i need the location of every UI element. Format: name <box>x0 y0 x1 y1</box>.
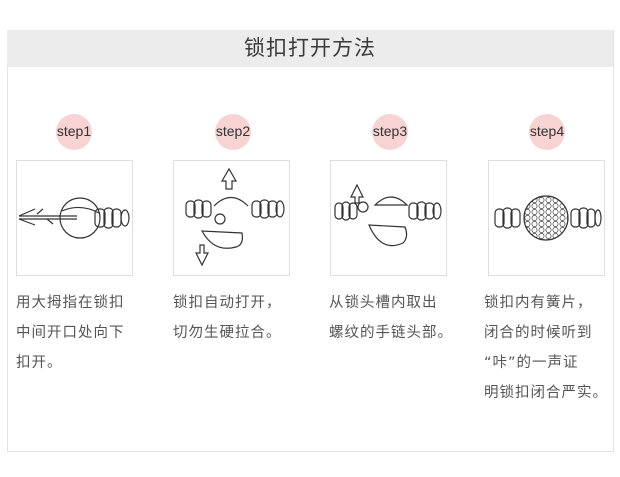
step-label: step4 <box>529 123 565 139</box>
step-3-badge: step3 <box>320 114 460 154</box>
step-3-description: 从锁头槽内取出 螺纹的手链头部。 <box>329 288 453 348</box>
step-1-badge: step1 <box>4 114 144 154</box>
step-badge-circle <box>56 114 92 150</box>
desc-line: 明锁扣闭合严实。 <box>484 385 608 401</box>
desc-line: 扣开。 <box>16 355 63 371</box>
step-1-description: 用大拇指在锁扣 中间开口处向下 扣开。 <box>16 288 125 378</box>
clasp-open-knife-icon <box>18 197 130 239</box>
desc-line: 从锁头槽内取出 <box>329 295 438 311</box>
page-title: 锁扣打开方法 <box>7 30 613 67</box>
step-label: step3 <box>372 123 408 139</box>
step-2-badge: step2 <box>163 114 303 154</box>
step-4-badge: step4 <box>477 114 617 154</box>
step-badge-circle <box>529 114 565 150</box>
step-4-illustration <box>488 160 605 276</box>
desc-line: 中间开口处向下 <box>16 325 125 341</box>
desc-line: 螺纹的手链头部。 <box>329 325 453 341</box>
clasp-closed-mesh-icon <box>494 195 602 241</box>
step-badge-circle <box>372 114 408 150</box>
clasp-remove-head-icon <box>334 183 442 247</box>
step-2-description: 锁扣自动打开， 切勿生硬拉合。 <box>173 288 282 348</box>
step-3-illustration <box>330 160 447 276</box>
step-badge-circle <box>215 114 251 150</box>
desc-line: “咔”的一声证 <box>484 355 579 371</box>
step-1-illustration <box>16 160 133 276</box>
desc-line: 闭合的时候听到 <box>484 325 593 341</box>
desc-line: 用大拇指在锁扣 <box>16 295 125 311</box>
step-label: step2 <box>215 123 251 139</box>
step-4-description: 锁扣内有簧片， 闭合的时候听到 “咔”的一声证 明锁扣闭合严实。 <box>484 288 608 408</box>
step-2-illustration <box>173 160 290 276</box>
step-label: step1 <box>56 123 92 139</box>
desc-line: 锁扣自动打开， <box>173 295 282 311</box>
desc-line: 切勿生硬拉合。 <box>173 325 282 341</box>
clasp-spring-open-icon <box>185 167 285 267</box>
desc-line: 锁扣内有簧片， <box>484 295 593 311</box>
